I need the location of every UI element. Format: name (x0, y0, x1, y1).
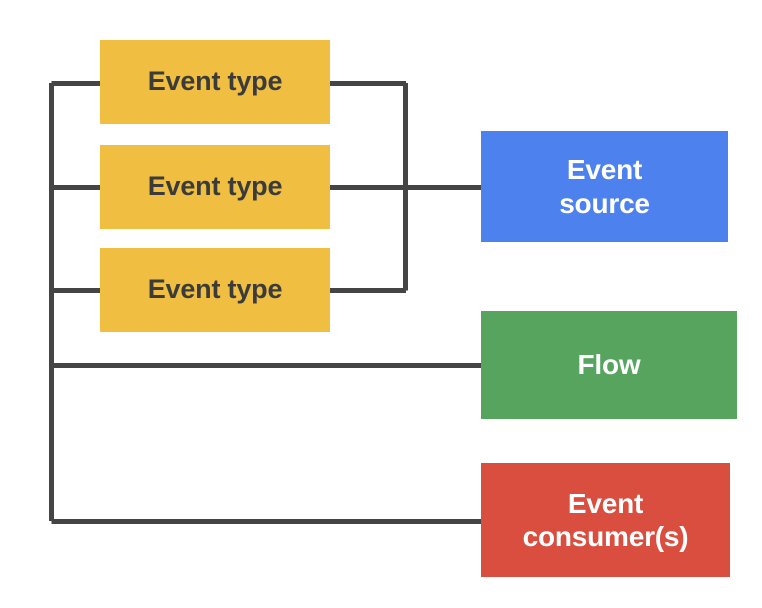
node-event-type-3-label: Event type (147, 274, 283, 305)
node-event-type-3[interactable]: Event type (100, 248, 330, 332)
node-flow[interactable]: Flow (481, 311, 737, 419)
node-event-type-2-label: Event type (147, 171, 283, 202)
node-event-consumer[interactable]: Event consumer(s) (481, 463, 730, 577)
node-event-type-1-label: Event type (147, 66, 283, 97)
node-event-type-2[interactable]: Event type (100, 145, 330, 229)
node-flow-label: Flow (577, 349, 641, 381)
node-event-source[interactable]: Event source (481, 131, 728, 242)
node-event-consumer-label: Event consumer(s) (522, 487, 689, 552)
node-event-source-label: Event source (559, 154, 650, 219)
node-event-type-1[interactable]: Event type (100, 40, 330, 124)
